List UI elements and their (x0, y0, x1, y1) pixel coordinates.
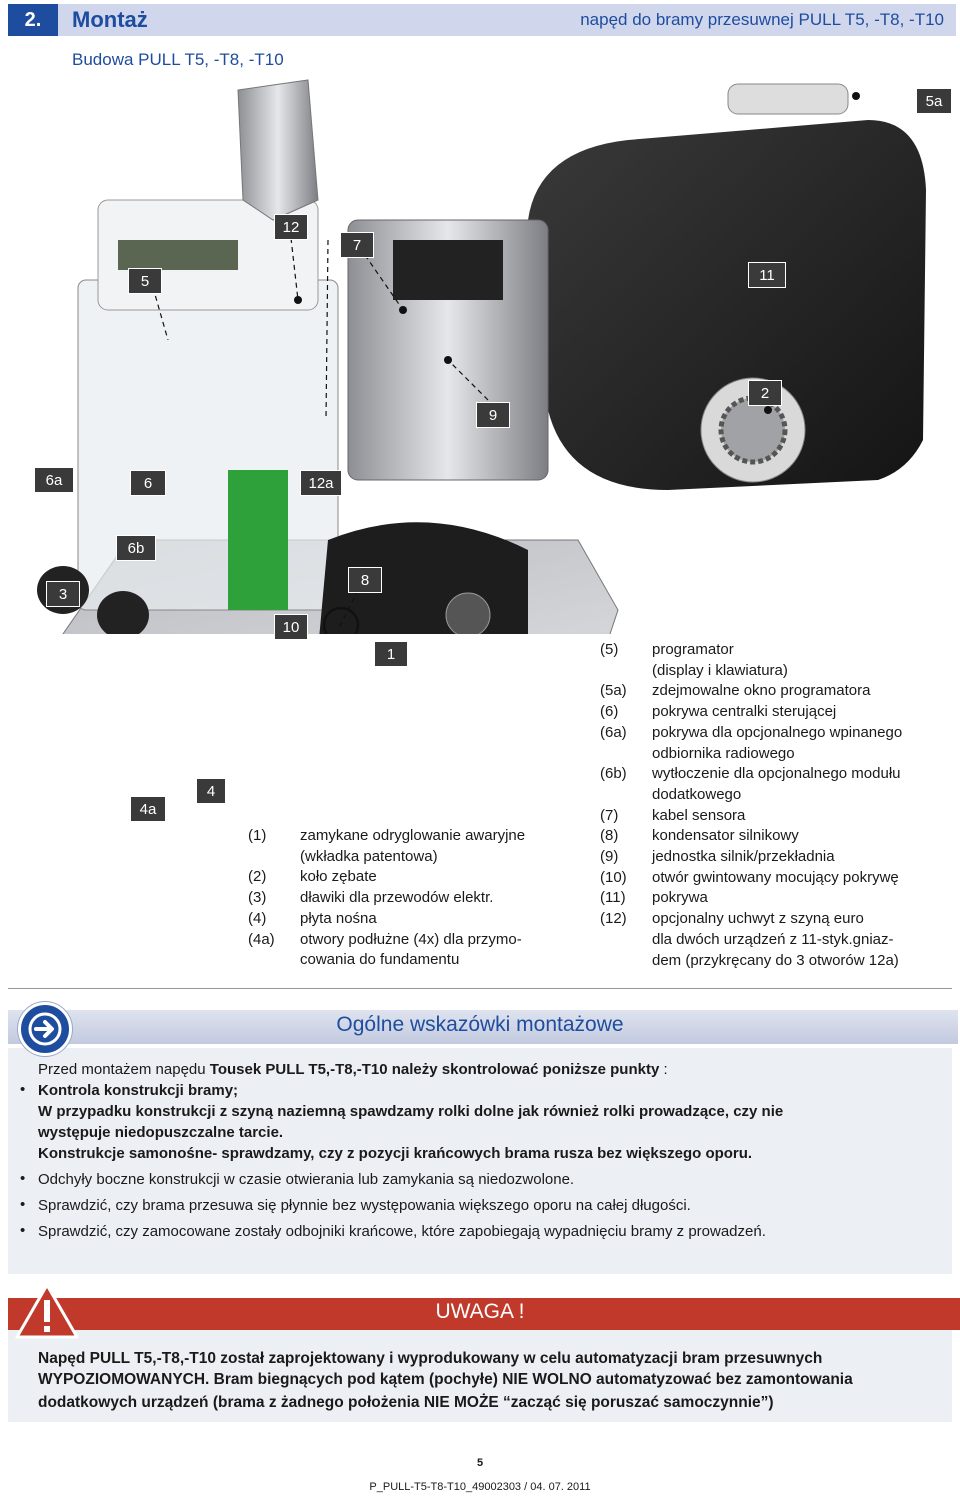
programmer-display (118, 240, 238, 270)
label-1: 1 (374, 641, 408, 667)
document-code: P_PULL-T5-T8-T10_49002303 / 04. 07. 2011 (369, 1481, 591, 1493)
warning-title: UWAGA ! (435, 1300, 525, 1323)
page-subtitle: Budowa PULL T5, -T8, -T10 (72, 50, 284, 69)
legend-left: (1)zamykane odryglowanie awaryjne (wkład… (248, 826, 578, 971)
warning-line: dodatkowych urządzeń (brama z żadnego po… (38, 1394, 774, 1411)
guide-line: występuje niedopuszczalne tarcie. (38, 1124, 284, 1141)
legend-row: (7)kabel sensora (600, 806, 746, 824)
legend-right: (5)programator (display i klawiatura) (5… (600, 640, 950, 971)
warning-icon (15, 1283, 79, 1339)
legend-row: (4a)otwory podłużne (4x) dla przymo- (248, 930, 522, 948)
label-4a: 4a (130, 796, 166, 822)
section-number: 2. (24, 9, 42, 31)
guide-line: W przypadku konstrukcji z szyną naziemną… (38, 1103, 784, 1120)
sensor-connector (393, 240, 503, 300)
warning-body (8, 1330, 952, 1422)
legend-row: (1)zamykane odryglowanie awaryjne (248, 827, 526, 844)
release-lock (445, 592, 491, 634)
legend-row: (11)pokrywa (600, 889, 708, 907)
guide-line: Sprawdzić, czy zamocowane zostały odbojn… (38, 1223, 766, 1240)
euro-rail-bracket (237, 79, 319, 221)
legend-row: cowania do fundamentu (300, 951, 460, 969)
programmer-window (727, 83, 849, 115)
legend-row: odbiornika radiowego (652, 744, 795, 762)
guide-body (8, 1048, 952, 1274)
cover (528, 120, 926, 490)
legend-row: (9)jednostka silnik/przekładnia (600, 848, 835, 866)
legend-row: (3)dławiki dla przewodów elektr. (248, 889, 494, 907)
legend-row: (6b)wytłoczenie dla opcjonalnego modułu (600, 765, 901, 783)
product-title: napęd do bramy przesuwnej PULL T5, -T8, … (580, 10, 944, 29)
warning-line: Napęd PULL T5,-T8,-T10 został zaprojekto… (38, 1350, 823, 1367)
warning-band (8, 1298, 960, 1330)
gear (718, 395, 788, 465)
label-4: 4 (196, 778, 226, 804)
legend-row: (12)opcjonalny uchwyt z szyną euro (600, 910, 864, 928)
bullet: • (20, 1222, 26, 1239)
label-12: 12 (274, 214, 308, 240)
legend-row: (6a)pokrywa dla opcjonalnego wpinanego (600, 723, 903, 741)
legend-row: (display i klawiatura) (652, 661, 788, 679)
label-8: 8 (348, 567, 382, 593)
bullet: • (20, 1081, 26, 1098)
label-12a: 12a (300, 470, 342, 496)
label-7: 7 (340, 232, 374, 258)
guide-line: Sprawdzić, czy brama przesuwa się płynni… (38, 1197, 691, 1214)
page-number: 5 (476, 1457, 484, 1469)
legend-row: (4)płyta nośna (248, 909, 377, 927)
label-10: 10 (274, 614, 308, 640)
label-6b: 6b (116, 535, 156, 561)
label-5: 5 (128, 268, 162, 294)
terminal-blocks (228, 470, 288, 610)
label-11: 11 (748, 262, 786, 288)
label-9: 9 (476, 402, 510, 428)
arrow-right-icon (18, 1002, 72, 1056)
legend-row: dla dwóch urządzeń z 11-styk.gniaz- (652, 930, 894, 948)
label-3: 3 (46, 581, 80, 607)
legend-row: (5a)zdejmowalne okno programatora (600, 682, 871, 700)
label-6a: 6a (34, 467, 74, 493)
legend-row: (5)programator (600, 641, 734, 658)
label-6: 6 (130, 470, 166, 496)
leader-dots (294, 92, 860, 414)
legend-row: (6)pokrywa centralki sterującej (600, 703, 837, 721)
guide-line: Kontrola konstrukcji bramy; (38, 1082, 239, 1099)
legend-row: dem (przykręcany do 3 otworów 12a) (652, 951, 899, 969)
header-band (8, 4, 956, 36)
legend-row: (wkładka patentowa) (300, 847, 438, 865)
section-title: Montaż (72, 7, 148, 32)
warning-line: WYPOZIOMOWANYCH. Bram biegnących pod kąt… (38, 1371, 853, 1388)
legend-row: (2)koło zębate (248, 868, 377, 886)
label-5a: 5a (916, 88, 952, 114)
bullet: • (20, 1196, 26, 1213)
guide-line: Konstrukcje samonośne- sprawdzamy, czy z… (38, 1145, 753, 1162)
bullet: • (20, 1170, 26, 1187)
legend-row: (8)kondensator silnikowy (600, 827, 799, 845)
guide-line: Odchyły boczne konstrukcji w czasie otwi… (38, 1171, 575, 1188)
section-number-box (8, 4, 58, 36)
guide-intro: Przed montażem napędu Tousek PULL T5,-T8… (38, 1061, 668, 1078)
legend-row: (10)otwór gwintowany mocujący pokrywę (600, 868, 899, 886)
divider (8, 988, 952, 989)
lock-highlight-circle (322, 606, 360, 634)
legend-row: dodatkowego (652, 785, 742, 803)
label-2: 2 (748, 380, 782, 406)
guide-title: Ogólne wskazówki montażowe (336, 1013, 624, 1036)
guide-header-band (8, 1010, 958, 1044)
